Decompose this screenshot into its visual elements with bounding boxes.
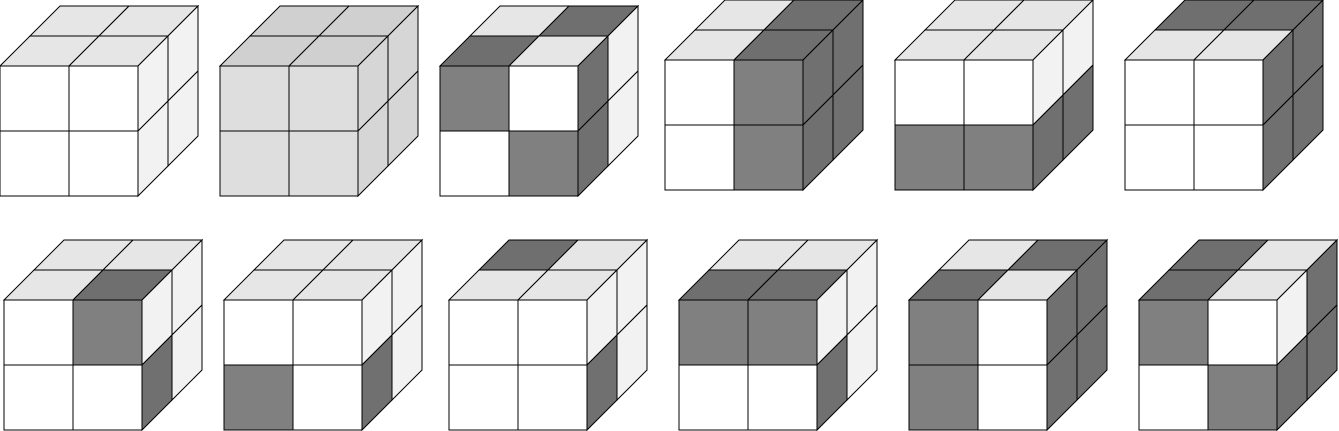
front-facelet xyxy=(68,65,139,132)
front-facelet xyxy=(1124,59,1195,126)
front-facelet xyxy=(72,364,143,431)
front-facelet xyxy=(1193,59,1264,126)
front-facelet xyxy=(292,299,363,366)
front-facelet xyxy=(664,124,735,191)
front-facelet xyxy=(517,364,588,431)
front-facelet xyxy=(219,65,290,132)
cube-3 xyxy=(438,4,640,198)
front-facelet xyxy=(3,364,74,431)
side-facelet xyxy=(832,63,864,162)
front-facelet xyxy=(963,59,1034,126)
front-facelet xyxy=(1193,124,1264,191)
front-facelet xyxy=(963,124,1034,191)
cube-8 xyxy=(222,238,424,431)
front-facelet xyxy=(219,130,290,197)
front-facelet xyxy=(0,65,70,132)
front-facelet xyxy=(288,130,359,197)
side-facelet xyxy=(846,303,878,402)
front-facelet xyxy=(733,124,804,191)
front-facelet xyxy=(894,59,965,126)
cube-6 xyxy=(1123,0,1324,192)
front-facelet xyxy=(1138,364,1209,431)
side-facelet xyxy=(167,69,199,168)
side-facelet xyxy=(607,69,639,168)
front-facelet xyxy=(223,364,294,431)
cube-12 xyxy=(1137,238,1339,431)
front-facelet xyxy=(678,364,749,431)
front-facelet xyxy=(3,299,74,366)
front-facelet xyxy=(747,364,818,431)
side-facelet xyxy=(1062,63,1094,162)
front-facelet xyxy=(292,364,363,431)
front-facelet xyxy=(894,124,965,191)
front-facelet xyxy=(68,130,139,197)
front-facelet xyxy=(223,299,294,366)
front-facelet xyxy=(733,59,804,126)
side-facelet xyxy=(1306,303,1338,402)
front-facelet xyxy=(288,65,359,132)
cube-5 xyxy=(893,0,1094,192)
cube-9 xyxy=(447,238,649,431)
front-facelet xyxy=(439,130,510,197)
front-facelet xyxy=(678,299,749,366)
front-facelet xyxy=(664,59,735,126)
cube-10 xyxy=(677,238,879,431)
front-facelet xyxy=(439,65,510,132)
front-facelet xyxy=(517,299,588,366)
front-facelet xyxy=(508,130,579,197)
front-facelet xyxy=(0,130,70,197)
front-facelet xyxy=(1124,124,1195,191)
side-facelet xyxy=(1076,303,1108,402)
front-facelet xyxy=(1207,299,1278,366)
side-facelet xyxy=(1292,63,1324,162)
cube-7 xyxy=(2,238,204,431)
front-facelet xyxy=(1138,299,1209,366)
front-facelet xyxy=(908,299,979,366)
front-facelet xyxy=(508,65,579,132)
front-facelet xyxy=(448,364,519,431)
cube-11 xyxy=(907,238,1109,431)
side-facelet xyxy=(387,69,419,168)
side-facelet xyxy=(616,303,648,402)
cube-1 xyxy=(0,4,200,198)
side-facelet xyxy=(391,303,423,402)
cube-2 xyxy=(218,4,420,198)
front-facelet xyxy=(977,299,1048,366)
front-facelet xyxy=(908,364,979,431)
side-facelet xyxy=(171,303,203,402)
front-facelet xyxy=(977,364,1048,431)
front-facelet xyxy=(1207,364,1278,431)
cube-4 xyxy=(663,0,864,192)
front-facelet xyxy=(747,299,818,366)
front-facelet xyxy=(448,299,519,366)
front-facelet xyxy=(72,299,143,366)
